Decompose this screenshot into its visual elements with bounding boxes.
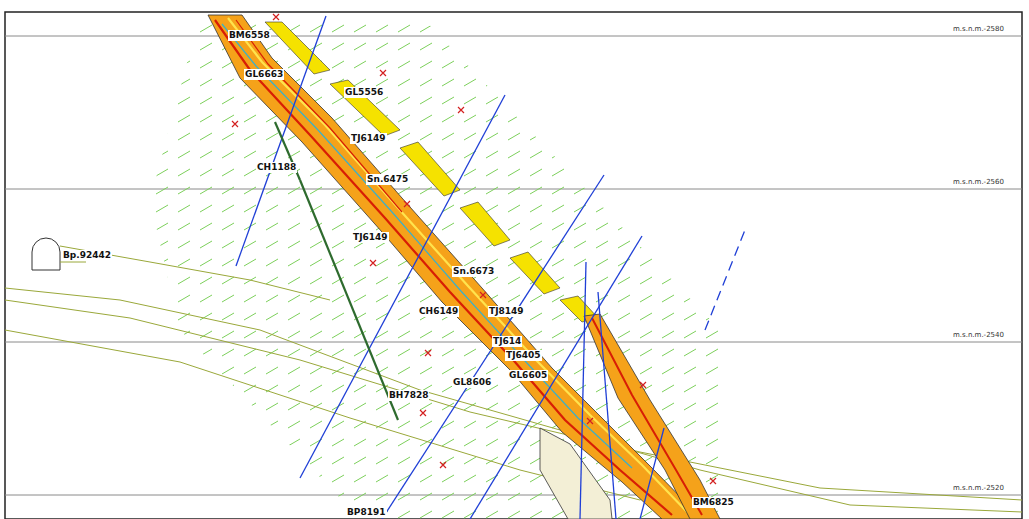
elevation-label: m.s.n.m.-2560 (952, 178, 1005, 187)
working-label: TJ6149 (350, 133, 387, 144)
vein-streaks (215, 18, 690, 515)
topography (5, 246, 1022, 512)
tunnel-profile (32, 238, 60, 270)
elevation-label: m.s.n.m.-2540 (952, 331, 1005, 340)
working-label: Bp.92442 (62, 250, 112, 261)
main-vein (208, 15, 702, 519)
working-label: Sn.6475 (366, 174, 409, 185)
frame (5, 12, 1022, 519)
tunnel-floor (60, 262, 86, 263)
sample-marks (232, 14, 716, 484)
working-label: TJ614 (492, 336, 522, 347)
working-label: TJ6149 (352, 232, 389, 243)
working-label: CH1188 (256, 162, 297, 173)
secondary-vein (584, 314, 720, 519)
working-label: GL6605 (508, 370, 548, 381)
working-label: BH7828 (388, 390, 429, 401)
working-label: Sn.6673 (452, 266, 495, 277)
host-rock-hatch (150, 15, 720, 519)
working-label: TJ6405 (505, 350, 542, 361)
working-label: BP8191 (346, 507, 387, 518)
working-label: GL6663 (244, 69, 284, 80)
working-label: CH6149 (418, 306, 459, 317)
faults (236, 16, 745, 519)
working-label: GL8606 (452, 377, 492, 388)
elevation-label: m.s.n.m.-2580 (952, 25, 1005, 34)
working-label: BM6558 (228, 30, 271, 41)
working-label: TJ8149 (488, 306, 525, 317)
elevation-label: m.s.n.m.-2520 (952, 484, 1005, 493)
working-label: BM6825 (692, 497, 735, 508)
fill-zone (540, 428, 612, 519)
working-label: GL5556 (344, 87, 384, 98)
